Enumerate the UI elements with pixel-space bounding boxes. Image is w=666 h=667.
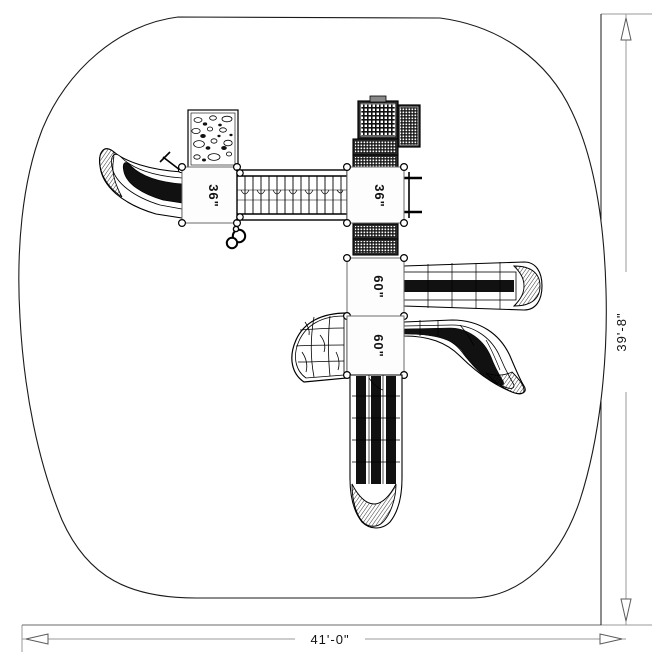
curved-slide-right — [403, 319, 526, 395]
deck-36-left-label: 36" — [206, 184, 221, 208]
dimension-width-label: 41'-0" — [310, 632, 349, 647]
grid-climber-panel-middle — [352, 138, 399, 170]
dimension-arrowheads — [25, 17, 632, 645]
double-racing-slide — [349, 374, 403, 529]
dimension-height-label: 39'-8" — [614, 312, 629, 351]
spinner-element — [225, 225, 247, 250]
rock-climbing-wall-panel — [187, 109, 239, 169]
arrow-top — [620, 17, 632, 41]
arrow-left — [25, 633, 49, 645]
deck-36-left: 36" — [178, 163, 242, 228]
deck-60-lower: 60" — [343, 315, 409, 380]
arrow-right — [599, 633, 623, 645]
curved-rock-wall-climber — [291, 312, 351, 383]
grid-climber-panel-upper — [357, 95, 421, 148]
curved-slide-left — [99, 148, 183, 219]
straight-slide-right — [403, 261, 543, 311]
deck-60-upper: 60" — [343, 254, 409, 321]
deck-60-upper-label: 60" — [371, 275, 386, 299]
transfer-station-steps — [404, 172, 422, 218]
deck-36-right: 36" — [343, 163, 409, 228]
deck-36-right-label: 36" — [372, 184, 387, 208]
deck-60-lower-label: 60" — [371, 334, 386, 358]
grid-climber-panel-lower — [352, 223, 399, 256]
arrow-bottom — [620, 598, 632, 622]
use-zone-boundary — [18, 16, 607, 599]
arched-bridge-walkway — [236, 169, 348, 221]
